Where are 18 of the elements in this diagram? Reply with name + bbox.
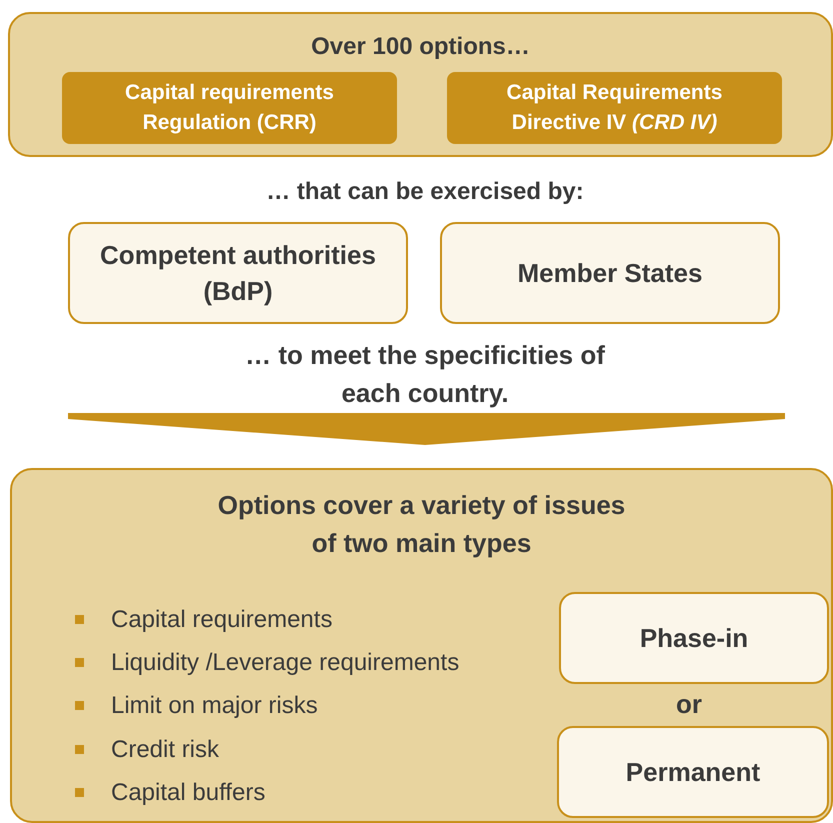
panel-heading: Over 100 options… xyxy=(310,32,531,62)
authority-box: Competent authorities (BdP) xyxy=(68,222,408,324)
list-item: Capital buffers xyxy=(73,779,266,807)
directive-box: Capital Requirements Directive IV (CRD IV) xyxy=(447,72,782,144)
list-item: Limit on major risks xyxy=(73,692,318,720)
list-item: Liquidity /Leverage requirements xyxy=(73,649,460,677)
connecting-text: … that can be exercised by: xyxy=(265,177,585,207)
list-item: Credit risk xyxy=(73,736,220,764)
group-panel xyxy=(8,12,833,157)
connecting-text: or xyxy=(675,688,703,720)
list-item: Capital requirements xyxy=(73,606,332,634)
type-box: Phase-in xyxy=(559,592,829,684)
authority-box: Member States xyxy=(440,222,780,324)
panel-heading: Options cover a variety of issues of two main types xyxy=(216,489,626,560)
type-box: Permanent xyxy=(557,726,829,818)
connecting-text: … to meet the specificities of each country. xyxy=(245,339,605,410)
group-panel xyxy=(10,468,833,823)
regulation-box: Capital requirements Regulation (CRR) xyxy=(62,72,397,144)
